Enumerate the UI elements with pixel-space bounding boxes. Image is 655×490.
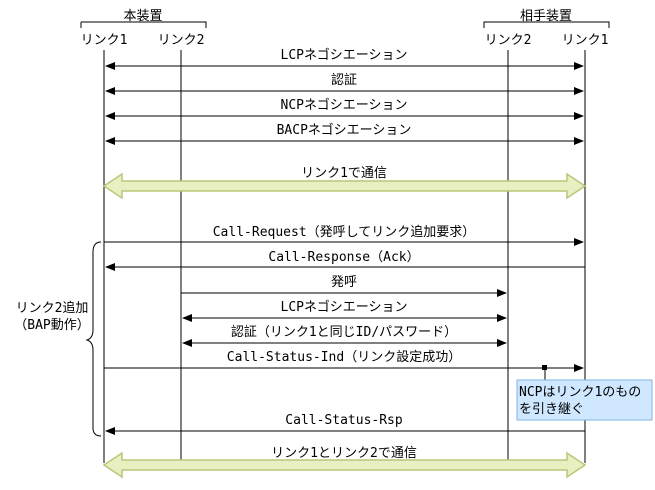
note-line2: を引き継ぐ (519, 402, 584, 417)
remote-device-header: 相手装置 リンク2 リンク1 (483, 9, 610, 48)
msg-lcp-link2-label: LCPネゴシエーション (281, 299, 408, 315)
msg-call-request-label: Call-Request（発呼してリンク追加要求） (213, 224, 476, 240)
msg-dial-label: 発呼 (331, 275, 357, 290)
note-box (516, 379, 653, 421)
ncp-inherit-note: NCPはリンク1のもの を引き継ぐ (516, 365, 653, 421)
comm-link1-thick-arrow (102, 172, 587, 200)
msg-auth-link2-label: 認証（リンク1と同じID/パスワード） (231, 324, 457, 340)
bap-bracket (85, 241, 102, 437)
msg-auth-link1-label: 認証 (331, 72, 357, 88)
msg-bacp-link1-label: BACPネゴシエーション (277, 122, 412, 138)
comm-both-thick-arrow (102, 451, 587, 479)
comm-link1-label: リンク1で通信 (301, 166, 387, 181)
msg-ncp-link1-label: NCPネゴシエーション (281, 97, 408, 113)
local-link2-label: リンク2 (158, 33, 205, 48)
msg-call-status-ind-label: Call-Status-Ind（リンク設定成功） (227, 349, 461, 365)
bap-bracket-label-line1: リンク2追加 (16, 300, 89, 316)
remote-device-title: 相手装置 (520, 9, 572, 24)
msg-call-response-label: Call-Response（Ack） (268, 250, 419, 265)
local-device-title: 本装置 (123, 9, 162, 24)
note-line1: NCPはリンク1のもの (519, 385, 641, 400)
msg-call-status-rsp-label: Call-Status-Rsp (285, 413, 403, 428)
comm-both-label: リンク1とリンク2で通信 (271, 446, 417, 461)
bap-bracket-label-line2: （BAP動作） (14, 318, 89, 333)
remote-link2-label: リンク2 (485, 33, 532, 48)
local-device-header: 本装置 リンク1 リンク2 (80, 9, 207, 48)
remote-link1-label: リンク1 (562, 33, 609, 48)
msg-lcp-link1-label: LCPネゴシエーション (281, 47, 408, 63)
local-link1-label: リンク1 (81, 33, 128, 48)
